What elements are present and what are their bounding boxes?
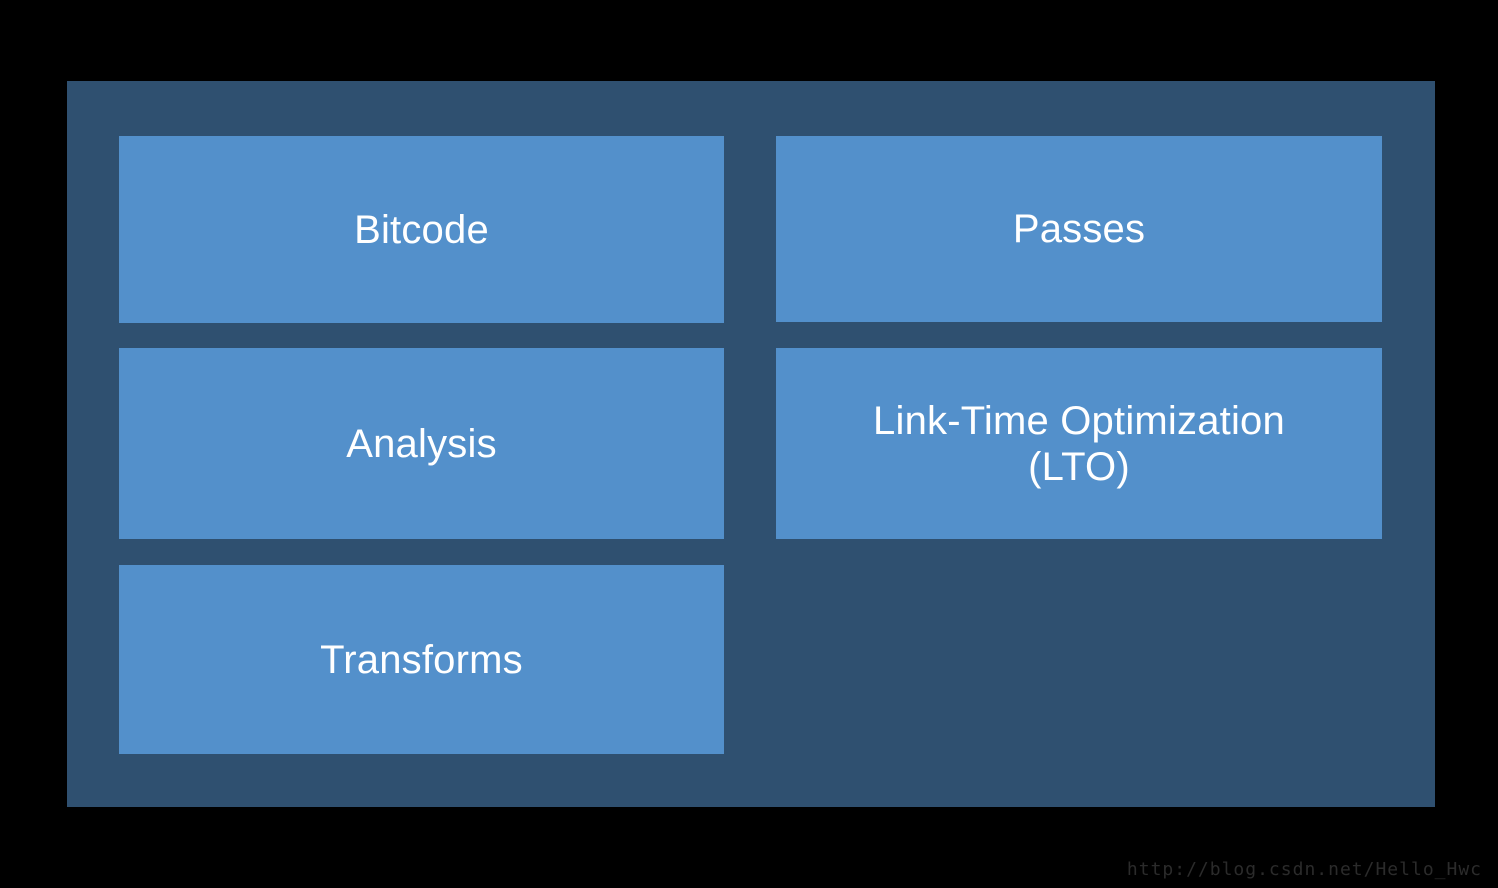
diagram-box-bitcode[interactable]: Bitcode [119, 136, 724, 323]
diagram-panel: Bitcode Analysis Transforms Passes Link-… [67, 81, 1435, 807]
watermark-url: http://blog.csdn.net/Hello_Hwc [1126, 859, 1482, 880]
diagram-box-link-time-optimization[interactable]: Link-Time Optimization (LTO) [776, 348, 1382, 539]
diagram-box-lto-label-line2: (LTO) [1028, 444, 1130, 489]
diagram-box-analysis-label: Analysis [346, 421, 497, 466]
diagram-box-lto-label-line1: Link-Time Optimization [873, 398, 1285, 443]
diagram-column-right: Passes Link-Time Optimization (LTO) [776, 136, 1382, 539]
diagram-box-transforms[interactable]: Transforms [119, 565, 724, 754]
diagram-box-bitcode-label: Bitcode [354, 207, 489, 252]
diagram-box-passes-label: Passes [1012, 207, 1146, 251]
diagram-box-transforms-label: Transforms [320, 637, 523, 682]
diagram-column-left: Bitcode Analysis Transforms [119, 136, 724, 754]
diagram-box-lto-label: Link-Time Optimization (LTO) [863, 398, 1295, 490]
diagram-box-passes[interactable]: Passes [776, 136, 1382, 322]
diagram-box-analysis[interactable]: Analysis [119, 348, 724, 539]
